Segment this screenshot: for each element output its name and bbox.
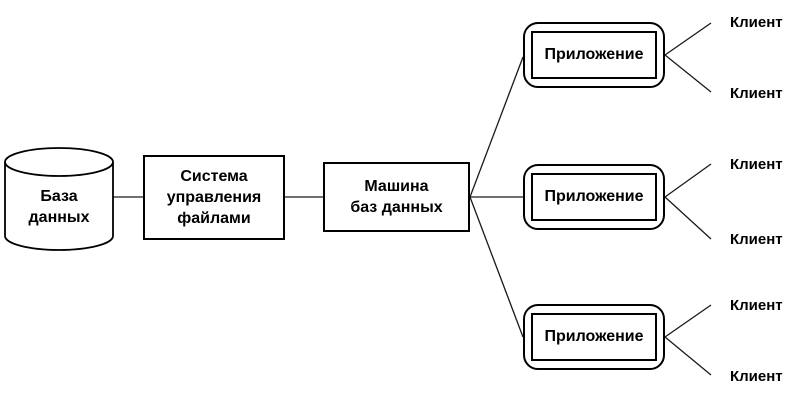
edge-db-machine-to-application-1 [469,56,524,198]
node-db-machine: Машина баз данных [323,162,470,232]
node-application-1-label: Приложение [531,31,657,79]
edge-application-1-to-client-1 [664,22,712,56]
edge-application-3-to-client-5 [664,304,712,338]
node-application-2: Приложение [523,164,665,230]
edge-application-2-to-client-3 [664,163,712,198]
node-client-1: Клиент [730,14,783,31]
node-client-2: Клиент [730,85,783,102]
database-cylinder-shape [4,147,114,251]
node-application-3: Приложение [523,304,665,370]
edge-application-1-to-client-2 [664,54,712,93]
node-file-system: Система управления файлами [143,155,285,240]
edge-application-2-to-client-4 [664,196,712,240]
node-client-6: Клиент [730,368,783,385]
node-database-label: База данных [28,188,90,226]
edge-db-machine-to-application-3 [469,196,524,338]
node-client-4: Клиент [730,231,783,248]
cylinder-top [4,147,114,177]
node-client-3: Клиент [730,156,783,173]
node-application-2-label: Приложение [531,173,657,221]
node-application-3-label: Приложение [531,313,657,361]
cylinder-body [4,162,114,251]
edge-application-3-to-client-6 [664,336,712,376]
node-client-5: Клиент [730,297,783,314]
node-application-1: Приложение [523,22,665,88]
